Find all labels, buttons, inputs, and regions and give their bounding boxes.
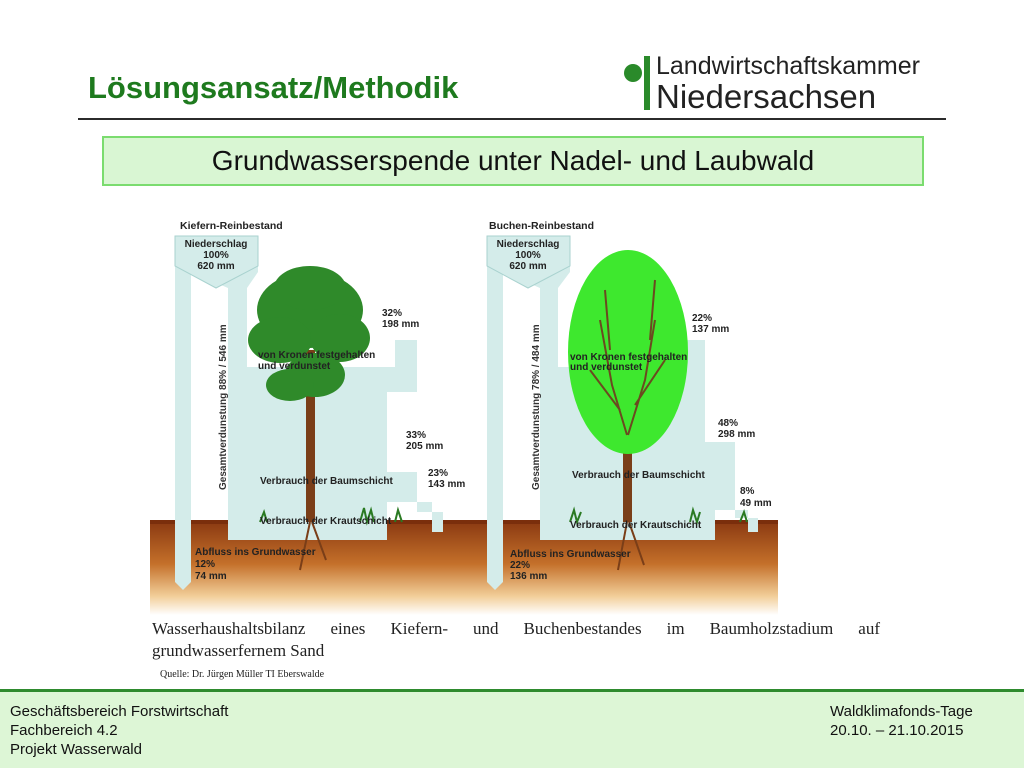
logo-line-1: Landwirtschaftskammer bbox=[656, 52, 920, 80]
beech-stand-label: Buchen-Reinbestand bbox=[489, 220, 594, 232]
beech-stand: Buchen-Reinbestand Niederschlag 100% 620… bbox=[486, 220, 772, 590]
beech-herb-pct: 8% bbox=[740, 486, 755, 497]
footer-event: Waldklimafonds-Tage bbox=[830, 703, 973, 720]
beech-trunk bbox=[623, 420, 632, 522]
beech-total-evap: Gesamtverdunstung 78% / 484 mm bbox=[531, 324, 542, 490]
beech-precip-pct: 100% bbox=[515, 250, 541, 261]
beech-crown-pct: 22% bbox=[692, 313, 712, 324]
diagram-source: Quelle: Dr. Jürgen Müller TI Eberswalde bbox=[160, 669, 325, 680]
footer-date: 20.10. – 21.10.2015 bbox=[830, 722, 964, 739]
diagram-caption-line-2: grundwasserfernem Sand bbox=[152, 641, 325, 660]
pine-grass bbox=[259, 506, 403, 526]
beech-herb-mm: 49 mm bbox=[740, 498, 772, 509]
logo-bar-icon bbox=[644, 56, 650, 110]
pine-runoff-text: Abfluss ins Grundwasser bbox=[195, 547, 316, 558]
beech-runoff-text: Abfluss ins Grundwasser bbox=[510, 549, 631, 560]
page-title: Lösungsansatz/Methodik bbox=[88, 70, 459, 105]
beech-precip-arrow bbox=[486, 235, 571, 289]
footer-left: Geschäftsbereich Forstwirtschaft Fachber… bbox=[10, 702, 228, 759]
footer-division: Fachbereich 4.2 bbox=[10, 722, 118, 739]
beech-crown-text-1: von Kronen festgehalten bbox=[570, 352, 687, 363]
pine-tree-mm: 205 mm bbox=[406, 441, 443, 452]
beech-crown-text-2: und verdunstet bbox=[570, 362, 643, 373]
slide-footer: Geschäftsbereich Forstwirtschaft Fachber… bbox=[0, 689, 1024, 768]
pine-precip-label: Niederschlag bbox=[185, 239, 248, 250]
pine-crown-text-2: und verdunstet bbox=[258, 361, 331, 372]
beech-tree-pct: 48% bbox=[718, 418, 738, 429]
pine-precip-arrow bbox=[174, 235, 259, 289]
beech-tree-mm: 298 mm bbox=[718, 429, 755, 440]
beech-root bbox=[617, 521, 645, 571]
diagram-caption-line-1: Wasserhaushaltsbilanz eines Kiefern- und… bbox=[152, 619, 880, 638]
organization-logo: Landwirtschaftskammer Niedersachsen bbox=[624, 52, 954, 115]
footer-department: Geschäftsbereich Forstwirtschaft bbox=[10, 703, 229, 720]
pine-herb-text: Verbrauch der Krautschicht bbox=[260, 516, 392, 527]
pine-root bbox=[299, 521, 327, 571]
pine-herb-mm: 143 mm bbox=[428, 479, 465, 490]
beech-herb-text: Verbrauch der Krautschicht bbox=[570, 520, 702, 531]
pine-runoff-mm: 74 mm bbox=[195, 571, 227, 582]
pine-crown-pct: 32% bbox=[382, 308, 402, 319]
pine-stand-label: Kiefern-Reinbestand bbox=[180, 220, 283, 232]
beech-precip-label: Niederschlag bbox=[497, 239, 560, 250]
pine-crown-text-1: von Kronen festgehalten bbox=[258, 350, 375, 361]
logo-dot-icon bbox=[624, 64, 642, 82]
beech-runoff-mm: 136 mm bbox=[510, 571, 547, 582]
beech-runoff-pct: 22% bbox=[510, 560, 530, 571]
footer-right: Waldklimafonds-Tage 20.10. – 21.10.2015 bbox=[830, 702, 973, 740]
pine-tree-pct: 33% bbox=[406, 430, 426, 441]
pine-precip-pct: 100% bbox=[203, 250, 229, 261]
footer-project: Projekt Wasserwald bbox=[10, 741, 142, 758]
pine-herb-pct: 23% bbox=[428, 468, 448, 479]
header-divider bbox=[78, 118, 946, 120]
slide-subtitle: Grundwasserspende unter Nadel- und Laubw… bbox=[102, 136, 924, 186]
beech-grass bbox=[569, 506, 748, 526]
ground-line bbox=[150, 520, 778, 524]
pine-tree-text: Verbrauch der Baumschicht bbox=[260, 476, 393, 487]
pine-precip-mm: 620 mm bbox=[197, 261, 234, 272]
water-balance-diagram: Kiefern-Reinbestand Niederschlag 100% 62… bbox=[150, 220, 778, 615]
pine-crown-mm: 198 mm bbox=[382, 319, 419, 330]
pine-total-evap: Gesamtverdunstung 88% / 546 mm bbox=[218, 324, 229, 490]
beech-precip-mm: 620 mm bbox=[509, 261, 546, 272]
beech-branches bbox=[589, 279, 666, 436]
pine-stand: Kiefern-Reinbestand Niederschlag 100% 62… bbox=[174, 220, 465, 590]
beech-crown bbox=[568, 250, 688, 454]
pine-runoff-pct: 12% bbox=[195, 559, 215, 570]
pine-trunk bbox=[306, 350, 315, 522]
beech-tree-text: Verbrauch der Baumschicht bbox=[572, 470, 705, 481]
logo-line-2: Niedersachsen bbox=[656, 78, 877, 115]
beech-crown-mm: 137 mm bbox=[692, 324, 729, 335]
pine-crown bbox=[248, 266, 370, 401]
